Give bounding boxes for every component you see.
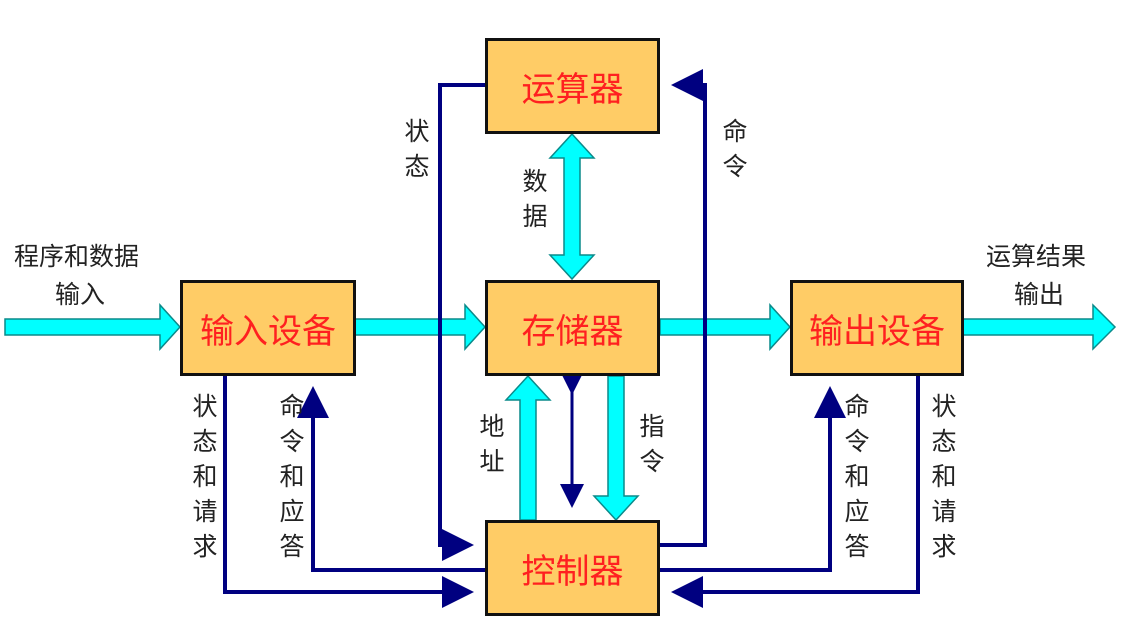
memory-box: 存储器 [485, 280, 660, 376]
program-input-label-2: 输入 [55, 280, 106, 309]
input-command-response-line [297, 386, 485, 572]
output-device-label: 输出设备 [809, 311, 945, 352]
input-command-response-label: 命令和应答 [276, 393, 305, 568]
result-output-label-2: 输出 [1014, 280, 1065, 309]
alu-command-line [660, 69, 707, 547]
output-device-box: 输出设备 [790, 280, 964, 376]
data-bidirectional-arrow [548, 132, 596, 281]
alu-command-label: 命令 [719, 118, 748, 188]
output-status-request-line [671, 375, 920, 608]
data-label: 数据 [519, 168, 548, 238]
program-input-arrow [4, 303, 182, 351]
input-device-label: 输入设备 [200, 311, 336, 352]
input-device-box: 输入设备 [180, 280, 356, 376]
controller-box: 控制器 [485, 520, 660, 616]
output-status-request-label: 状态和请求 [928, 393, 957, 568]
alu-status-line [438, 83, 485, 561]
instruction-arrow [592, 375, 640, 522]
instruction-label: 指令 [636, 413, 665, 483]
memory-label: 存储器 [521, 311, 624, 352]
input-status-request-label: 状态和请求 [189, 393, 218, 568]
program-input-label-1: 程序和数据 [14, 242, 140, 271]
alu-box: 运算器 [485, 38, 660, 134]
memory-to-output-arrow [659, 303, 792, 351]
result-output-label-1: 运算结果 [986, 242, 1087, 271]
address-label: 地址 [476, 413, 505, 483]
controller-label: 控制器 [521, 551, 624, 592]
input-status-request-line [223, 375, 474, 608]
output-command-response-label: 命令和应答 [841, 393, 870, 568]
output-command-response-line [660, 386, 846, 572]
result-output-arrow [962, 303, 1117, 351]
alu-label: 运算器 [521, 69, 624, 110]
alu-status-label: 状态 [401, 118, 430, 188]
address-arrow [504, 374, 552, 521]
input-to-memory-arrow [354, 303, 487, 351]
